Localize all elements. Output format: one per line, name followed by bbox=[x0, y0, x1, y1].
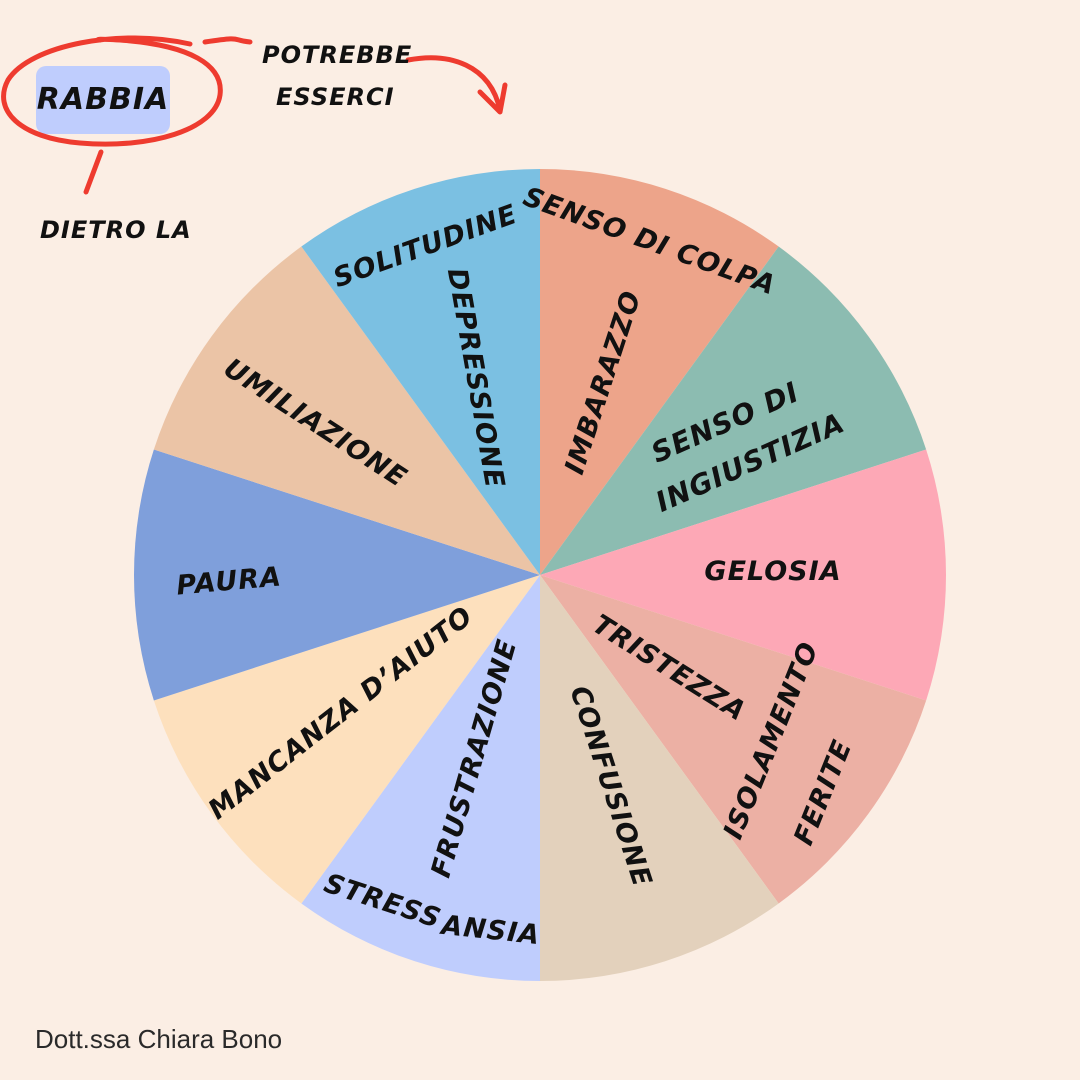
sector-umiliazione bbox=[153, 246, 540, 576]
rabbia-badge bbox=[36, 66, 170, 134]
header-annotation: RABBIA POTREBBE ESSERCI DIETRO LA bbox=[1, 35, 508, 244]
sector-confusione bbox=[540, 575, 779, 981]
esserci-text: ESSERCI bbox=[276, 83, 395, 111]
dietro-la-text: DIETRO LA bbox=[40, 216, 192, 244]
curved-arrow-icon bbox=[405, 55, 508, 115]
sector-mancanza-daiuto bbox=[153, 575, 540, 904]
author-credit: Dott.ssa Chiara Bono bbox=[35, 1024, 283, 1054]
sector-solitudine bbox=[301, 169, 540, 575]
potrebbe-text: POTREBBE bbox=[262, 41, 412, 69]
rabbia-label: RABBIA bbox=[37, 82, 169, 117]
sector-senso-di-colpa bbox=[540, 169, 779, 575]
wheel-sectors bbox=[133, 169, 947, 981]
sector-stress-ansia bbox=[301, 575, 540, 981]
sector-ferite bbox=[540, 575, 927, 904]
sector-senso-di-ingiustizia bbox=[540, 246, 927, 576]
label-gelosia: GELOSIA bbox=[704, 556, 841, 587]
circle-scribble-icon bbox=[1, 35, 253, 147]
connector-line-icon bbox=[83, 149, 104, 195]
sector-gelosia bbox=[540, 449, 947, 701]
sector-paura bbox=[133, 449, 541, 701]
